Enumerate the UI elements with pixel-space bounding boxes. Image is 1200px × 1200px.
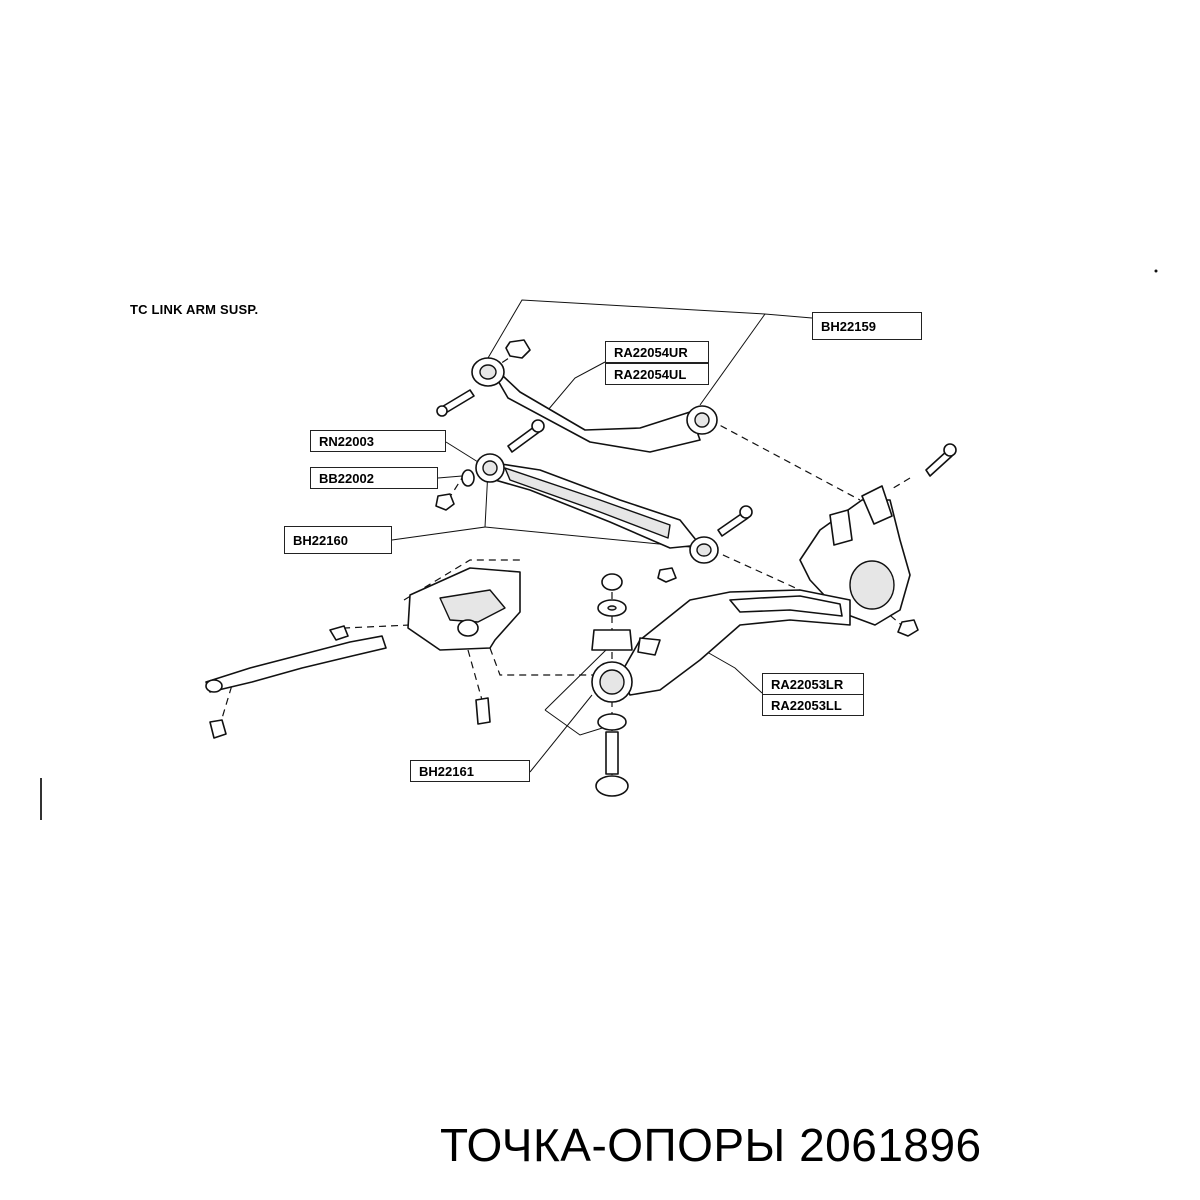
lateral-rod-end bbox=[205, 679, 223, 693]
dash-4 bbox=[889, 477, 911, 491]
stack-washer-bottom bbox=[597, 713, 627, 731]
leader-bh22161-c bbox=[544, 647, 609, 711]
dash-6 bbox=[403, 559, 520, 601]
dash-8 bbox=[489, 647, 598, 676]
knuckle-bolt-head bbox=[943, 443, 957, 457]
callout-ra22053lr: RA22053LR bbox=[762, 673, 864, 695]
knuckle-hub-bore bbox=[849, 560, 895, 610]
knuckle-assembly bbox=[799, 443, 957, 637]
stack-washer-top-hole bbox=[607, 605, 617, 611]
leader-bb22002 bbox=[437, 475, 463, 479]
callout-ra22054ur: RA22054UR bbox=[605, 341, 709, 363]
edge-artifact-mark bbox=[40, 778, 42, 820]
washer-bb22002 bbox=[461, 469, 475, 487]
leader-rn22003 bbox=[445, 441, 479, 463]
diagram-title: TC LINK ARM SUSP. bbox=[130, 302, 259, 317]
lower-bolt-right-head bbox=[739, 505, 753, 519]
callout-rn22003: RN22003 bbox=[310, 430, 446, 452]
watermark-text: ТОЧКА-ОПОРЫ 2061896 bbox=[440, 1119, 982, 1171]
stack-bolt-head bbox=[595, 775, 629, 797]
mount-hole bbox=[457, 619, 479, 637]
stack-bolt-shaft bbox=[605, 731, 619, 775]
lower-bolt-upper-head bbox=[531, 419, 545, 433]
dash-2 bbox=[709, 419, 861, 501]
upper-nut-top bbox=[505, 339, 531, 359]
lower-arm-bushing-left-core bbox=[482, 460, 498, 476]
stack-nut-top bbox=[601, 573, 623, 591]
callout-bh22161: BH22161 bbox=[410, 760, 530, 782]
leader-bh22161-b bbox=[544, 709, 613, 736]
callout-bb22002: BB22002 bbox=[310, 467, 438, 489]
leader-lines bbox=[391, 299, 813, 773]
knuckle-tab bbox=[829, 509, 853, 546]
knuckle-nut bbox=[897, 619, 919, 637]
callout-ra22053ll: RA22053LL bbox=[762, 694, 864, 716]
trailing-arm-body bbox=[619, 589, 851, 696]
callout-bh22159: BH22159 bbox=[812, 312, 922, 340]
leader-bh22161 bbox=[529, 694, 593, 773]
leader-bh22159-right bbox=[699, 313, 813, 406]
mount-plate bbox=[439, 589, 506, 623]
dash-3 bbox=[711, 549, 801, 591]
lateral-rod-body bbox=[205, 635, 387, 693]
stack-bushing-core bbox=[599, 669, 625, 695]
lower-arm-inner bbox=[504, 467, 671, 539]
callout-bh22160: BH22160 bbox=[284, 526, 392, 554]
dash-9 bbox=[467, 649, 483, 701]
leader-ra22053 bbox=[699, 647, 763, 694]
mount-nut-left bbox=[329, 625, 349, 641]
dash-7 bbox=[344, 624, 411, 629]
dash-12 bbox=[219, 674, 236, 726]
trailing-arm bbox=[619, 589, 851, 696]
upper-arm-bushing-left-core bbox=[479, 364, 497, 380]
trailing-arm-rib bbox=[729, 595, 843, 617]
leader-ra22054 bbox=[547, 361, 606, 411]
trailing-arm-tab bbox=[637, 637, 661, 656]
knuckle-bracket bbox=[861, 485, 893, 525]
lower-arm-bushing-right-core bbox=[696, 543, 712, 557]
subframe-mount bbox=[329, 567, 521, 725]
lower-link-arm bbox=[435, 419, 753, 583]
lateral-rod-nut bbox=[209, 719, 227, 739]
dash-11 bbox=[871, 599, 906, 629]
upper-bolt-left-head bbox=[436, 405, 448, 417]
upper-arm-bushing-right-core bbox=[694, 412, 710, 428]
leader-bh22159-left bbox=[487, 299, 766, 359]
speck-mark bbox=[1154, 269, 1158, 273]
lower-nut-left bbox=[435, 493, 455, 511]
lateral-rod bbox=[205, 635, 387, 739]
lower-nut-right bbox=[657, 567, 677, 583]
upper-link-arm bbox=[436, 339, 718, 453]
stack-spacer bbox=[591, 629, 633, 651]
mount-bolt-bottom bbox=[475, 697, 491, 725]
bushing-stack bbox=[591, 573, 633, 797]
callout-ra22054ul: RA22054UL bbox=[605, 363, 709, 385]
